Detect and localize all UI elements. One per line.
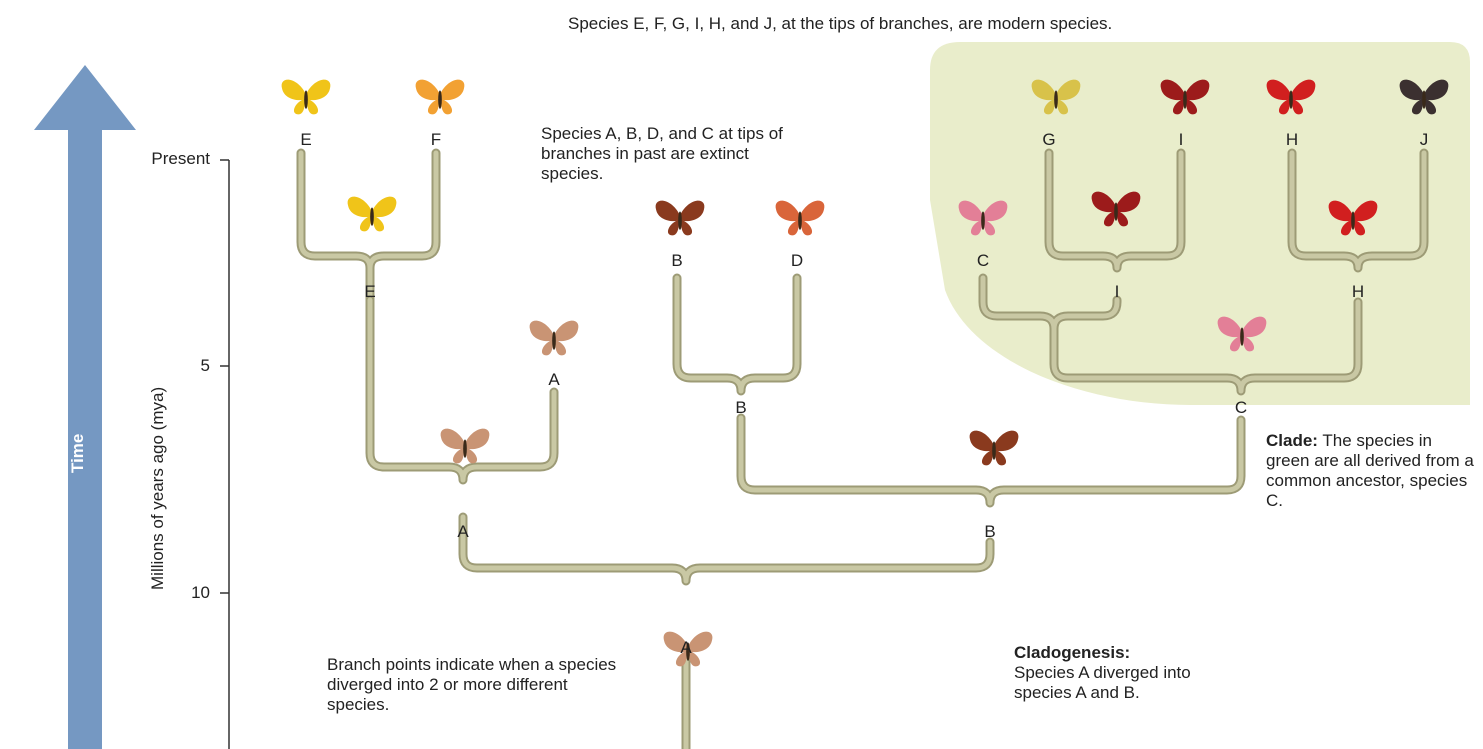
tip-label-j: J (1420, 131, 1429, 149)
tip-label-b: B (671, 252, 682, 270)
node-label-i: I (1115, 283, 1120, 301)
butterfly-icon (530, 321, 579, 356)
butterfly-icon (416, 80, 465, 115)
butterfly-icon (656, 201, 705, 236)
tick-5: 5 (130, 357, 210, 375)
tip-label-e: E (300, 131, 311, 149)
tip-label-i: I (1179, 131, 1184, 149)
tick-present: Present (130, 150, 210, 168)
node-label-a-upper: A (457, 523, 468, 541)
butterfly-icon (348, 197, 397, 232)
tick-10: 10 (130, 584, 210, 602)
tip-label-f: F (431, 131, 441, 149)
node-label-b: B (735, 399, 746, 417)
tip-label-g: G (1042, 131, 1055, 149)
node-label-h: H (1352, 283, 1364, 301)
node-label-c: C (1235, 399, 1247, 417)
extinct-species-note: Species A, B, D, and C at tips of branch… (541, 124, 791, 184)
axis-title: Millions of years ago (mya) (148, 387, 168, 590)
tip-label-a: A (548, 371, 559, 389)
node-label-b-lower: B (984, 523, 995, 541)
time-label: Time (68, 434, 88, 473)
time-axis (220, 160, 229, 749)
node-label-a-root: A (680, 639, 691, 657)
cladogenesis-title: Cladogenesis: (1014, 643, 1130, 662)
modern-species-note: Species E, F, G, I, H, and J, at the tip… (568, 14, 1112, 34)
tip-label-c: C (977, 252, 989, 270)
tip-label-h: H (1286, 131, 1298, 149)
tip-label-d: D (791, 252, 803, 270)
clade-note: Clade: The species in green are all deri… (1266, 431, 1476, 511)
branch-points-note: Branch points indicate when a species di… (327, 655, 617, 715)
branch-root-outline (463, 517, 990, 581)
time-arrow (34, 65, 136, 749)
branch-b-d-outline (677, 278, 797, 391)
butterfly-icon (776, 201, 825, 236)
node-label-e: E (364, 283, 375, 301)
butterfly-icon (282, 80, 331, 115)
butterfly-icon (441, 429, 490, 464)
clade-title: Clade: (1266, 431, 1318, 450)
cladogenesis-note: Cladogenesis: Species A diverged into sp… (1014, 643, 1244, 703)
cladogenesis-text: Species A diverged into species A and B. (1014, 663, 1191, 702)
butterfly-icon (970, 431, 1019, 466)
